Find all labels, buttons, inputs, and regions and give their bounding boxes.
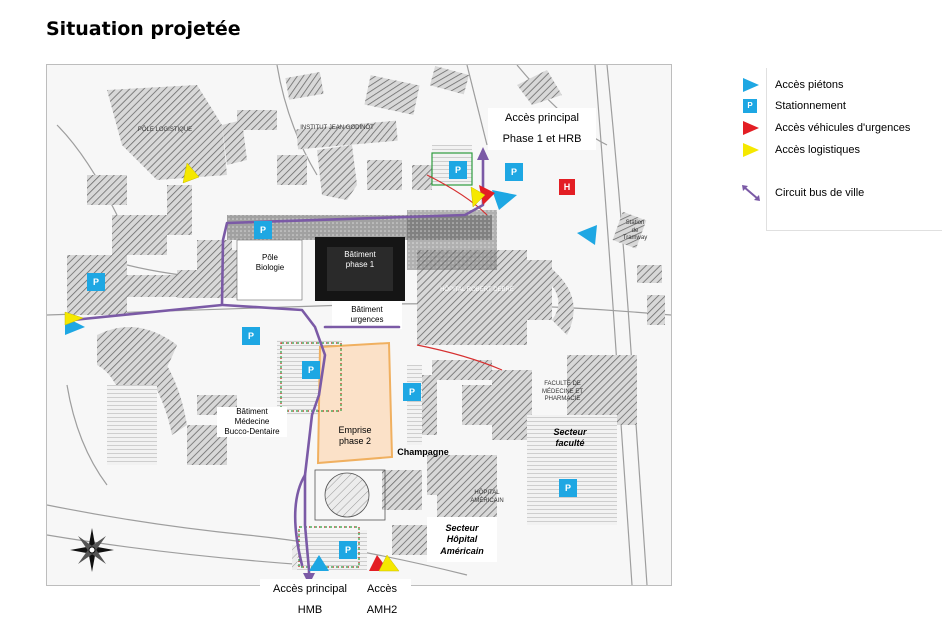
map-legend: Accès piétons P Stationnement Accès véhi… — [742, 68, 942, 231]
label-batiment-medecine: Bâtiment Médecine Bucco-Dentaire — [217, 407, 287, 437]
label-emprise-phase2: Emprise phase 2 — [338, 425, 372, 447]
parking-marker: P — [302, 361, 320, 379]
parking-icon: P — [743, 99, 757, 113]
legend-label: Stationnement — [775, 100, 846, 112]
pedestrian-access-markers — [65, 190, 597, 571]
parking-marker: P — [87, 273, 105, 291]
parking-marker: P — [254, 221, 272, 239]
logistics-access-markers — [64, 162, 486, 572]
label-faculte: FACULTÉ DE MÉDECINE ET PHARMACIE — [541, 381, 583, 402]
page-title: Situation projetée — [46, 18, 241, 40]
legend-item-parking: P Stationnement — [743, 97, 846, 115]
parking-marker: P — [339, 541, 357, 559]
compass-rose-icon — [70, 528, 114, 572]
label-secteur-hopital-americain: Secteur Hôpital Américain — [440, 523, 484, 556]
access-outlines — [280, 152, 503, 568]
parking-marker: P — [449, 161, 467, 179]
pedestrian-triangle-icon — [743, 78, 759, 92]
site-map: PÔLE LOGISTIQUE INSTITUT JEAN GODINOT Pô… — [46, 64, 672, 586]
emergency-triangle-icon — [743, 121, 759, 135]
legend-item-emergency: Accès véhicules d'urgences — [743, 119, 911, 137]
callout-acces-amh2: Accès AMH2 — [353, 579, 411, 621]
pole-biologie-plot — [236, 239, 303, 301]
label-station-tramway: Station de Tramway — [622, 220, 648, 241]
legend-label: Circuit bus de ville — [775, 187, 865, 199]
secteur-hopital-americain-area — [427, 517, 497, 562]
callout-acces-principal-hmb: Accès principal HMB — [260, 579, 360, 621]
label-hopital-americain: HÔPITAL AMÉRICAIN — [470, 490, 504, 504]
legend-item-logistics: Accès logistiques — [743, 141, 860, 159]
logistics-triangle-icon — [743, 143, 759, 157]
legend-item-pedestrian: Accès piétons — [743, 76, 844, 94]
parking-marker: P — [242, 327, 260, 345]
map-drawing — [47, 65, 671, 585]
callout-acces-principal-phase1: Accès principal Phase 1 et HRB — [488, 108, 596, 150]
legend-item-bus: Circuit bus de ville — [742, 184, 865, 202]
parking-marker: P — [403, 383, 421, 401]
label-pole-biologie: Pôle Biologie — [255, 253, 285, 272]
bus-route-arrow-icon — [742, 185, 760, 201]
label-hopital-robert-debre: HÔPITAL ROBERT DEBRÉ — [440, 287, 514, 293]
label-institut: INSTITUT JEAN GODINOT — [300, 125, 374, 131]
legend-label: Accès piétons — [775, 79, 844, 91]
label-batiment-urgences: Bâtiment urgences — [350, 305, 384, 324]
label-batiment-phase1: Bâtiment phase 1 — [344, 250, 376, 269]
label-secteur-faculte: Secteur faculté — [553, 427, 587, 449]
hospital-sign-icon: H — [559, 179, 575, 195]
legend-label: Accès logistiques — [775, 144, 860, 156]
parking-marker: P — [505, 163, 523, 181]
label-champagne: Champagne — [397, 447, 449, 457]
parking-marker: P — [559, 479, 577, 497]
legend-label: Accès véhicules d'urgences — [775, 122, 911, 134]
label-pole-logistique: PÔLE LOGISTIQUE — [137, 127, 193, 133]
emprise-phase2-area — [316, 341, 394, 465]
